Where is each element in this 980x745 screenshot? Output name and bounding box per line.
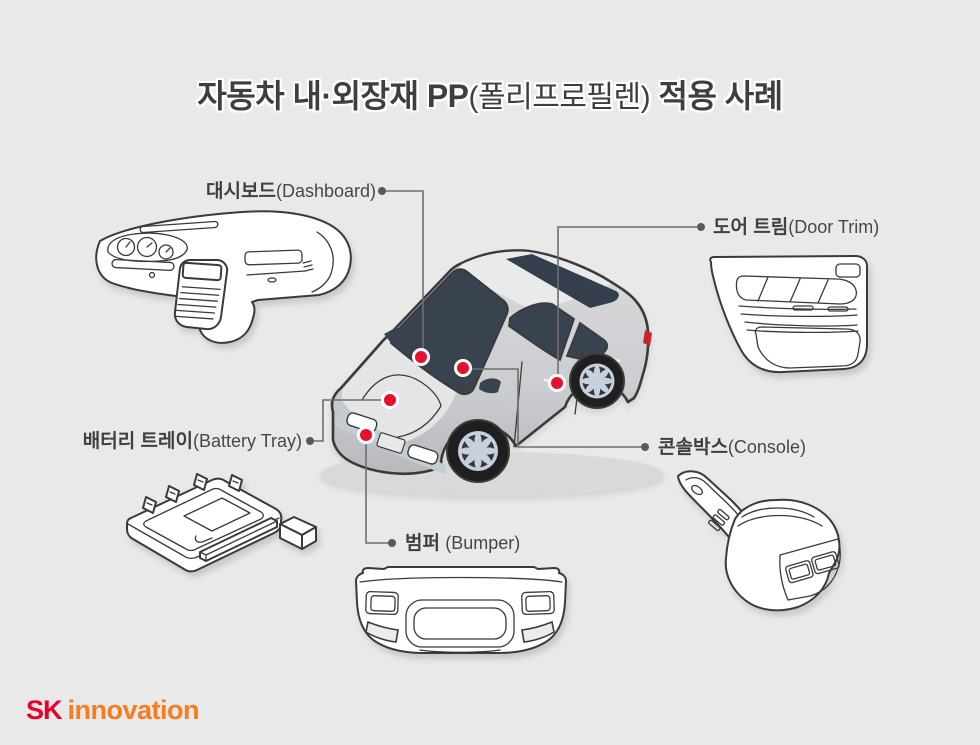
car-tail-light	[643, 330, 652, 346]
label-bumper-en: (Bumper)	[445, 533, 521, 553]
title-main-2: 적용 사례	[650, 78, 784, 115]
label-door-trim: 도어 트림(Door Trim)	[713, 214, 879, 241]
console-illustration	[677, 470, 841, 612]
label-dashboard: 대시보드(Dashboard)	[206, 178, 376, 205]
car-illustration	[320, 249, 664, 496]
door-trim-illustration	[709, 255, 868, 374]
marker-battery-tray	[381, 391, 399, 409]
logo-innovation: innovation	[67, 695, 200, 725]
label-console-ko: 콘솔박스	[658, 437, 728, 458]
car-mirror-left-icon	[384, 327, 404, 343]
part-markers	[357, 348, 566, 444]
label-battery-tray-ko: 배터리 트레이	[82, 431, 193, 452]
car-mirror-right-icon	[479, 378, 501, 394]
car-license-plate	[376, 432, 406, 454]
bumper-illustration	[355, 566, 567, 654]
label-door-trim-en: (Door Trim)	[788, 217, 880, 237]
connector-bumper	[365, 439, 392, 544]
marker-dashboard	[412, 348, 430, 366]
connector-lines	[310, 190, 701, 544]
page-title: 자동차 내·외장재 PP(폴리프로필렌) 적용 사례	[0, 71, 980, 117]
label-bumper: 범퍼 (Bumper)	[405, 530, 520, 557]
car-headlight-right	[407, 444, 439, 465]
connector-door-trim	[557, 226, 701, 379]
car-sunroof-band	[506, 254, 619, 308]
label-console-en: (Console)	[727, 437, 806, 457]
label-bumper-ko: 범퍼	[405, 533, 446, 554]
connector-console	[466, 368, 645, 448]
marker-console	[454, 359, 472, 377]
car-hood	[342, 336, 456, 442]
title-main-1: 자동차 내·외장재 PP	[197, 78, 469, 115]
car-rear-wheel	[569, 353, 625, 409]
label-console: 콘솔박스(Console)	[658, 434, 806, 461]
marker-door-trim	[548, 374, 566, 392]
car-hood-crease	[361, 374, 442, 438]
connector-dashboard	[382, 190, 424, 352]
connector-battery-tray	[310, 399, 385, 442]
label-door-trim-ko: 도어 트림	[713, 217, 789, 238]
car-front-wheel	[446, 419, 510, 483]
label-battery-tray-en: (Battery Tray)	[192, 431, 302, 451]
title-parenthetical: (폴리프로필렌)	[468, 81, 651, 115]
label-dashboard-ko: 대시보드	[206, 181, 276, 202]
dashboard-illustration	[95, 210, 352, 344]
label-battery-tray: 배터리 트레이(Battery Tray)	[83, 428, 302, 455]
connector-end-dots	[306, 187, 705, 547]
logo-sk: SK	[26, 695, 63, 725]
battery-tray-illustration	[126, 473, 317, 573]
label-dashboard-en: (Dashboard)	[275, 181, 376, 201]
marker-bumper	[357, 426, 375, 444]
